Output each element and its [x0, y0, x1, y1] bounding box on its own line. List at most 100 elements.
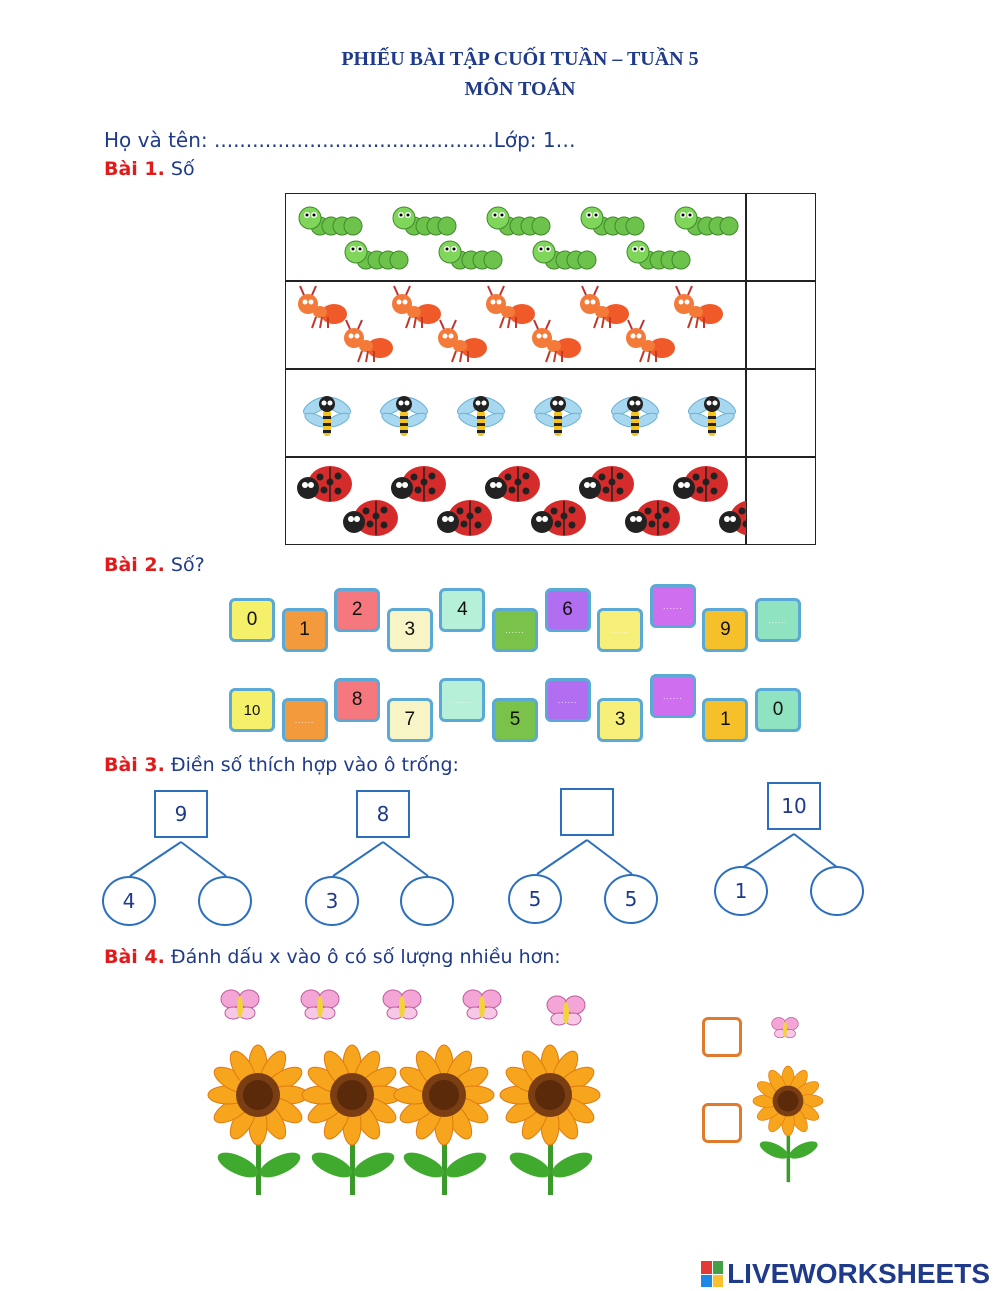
ladybug-icon [625, 500, 680, 536]
ladybug-icon [579, 466, 634, 502]
animal-row-caterpillar [285, 193, 746, 281]
bond-1-left: 4 [102, 876, 156, 926]
ant-icon [532, 319, 581, 363]
ascending-tile[interactable]: ...... [597, 608, 644, 652]
caterpillar-icon [532, 240, 597, 270]
descending-tile-value: 7 [404, 709, 416, 730]
sunflower-icon [499, 1044, 601, 1195]
sunflower-icon [301, 1044, 403, 1195]
ascending-tile-value: ...... [663, 601, 683, 611]
ascending-tile[interactable]: ...... [755, 598, 801, 642]
bond-1-right[interactable] [198, 876, 252, 926]
answer-box-caterpillar[interactable] [746, 193, 816, 281]
student-info-line: Họ và tên: .............................… [104, 128, 576, 152]
ant-icon [298, 285, 347, 329]
dragonfly-icon [688, 396, 736, 436]
bond-4-right[interactable] [810, 866, 864, 916]
dragonfly-icon [303, 396, 351, 436]
butterfly-icon [220, 989, 260, 1020]
descending-tile-value: 3 [614, 709, 626, 730]
ant-icon [580, 285, 629, 329]
checkbox-flowers[interactable] [702, 1103, 742, 1143]
ascending-tile[interactable]: ...... [492, 608, 538, 652]
ascending-tile-value: 2 [351, 599, 363, 620]
animal-row-ladybug [285, 457, 747, 545]
caterpillar-icon [298, 206, 363, 236]
descending-tile: 10 [229, 688, 275, 732]
ascending-tile: 6 [544, 588, 591, 632]
exercise-1-label: Bài 1. [104, 158, 165, 180]
butterfly-icon [546, 995, 586, 1026]
bond-1-top: 9 [154, 790, 208, 838]
ladybug-icon [531, 500, 586, 536]
ladybug-icon [437, 500, 492, 536]
ant-icon [392, 285, 441, 329]
ladybug-icon [673, 466, 728, 502]
liveworksheets-logo: LIVEWORKSHEETS [701, 1258, 990, 1290]
sunflower-icon [207, 1044, 309, 1195]
ladybug-group-icon [297, 466, 747, 536]
answer-box-dragonfly[interactable] [746, 369, 816, 457]
bond-2-left: 3 [305, 876, 359, 926]
ascending-tile: 9 [702, 608, 749, 652]
exercise-4-illustration [207, 989, 824, 1195]
ascending-tile[interactable]: ...... [649, 584, 696, 628]
descending-tile-value: ...... [557, 695, 578, 705]
ant-icon [486, 285, 535, 329]
caterpillar-icon [344, 240, 409, 270]
ant-icon [344, 319, 393, 363]
butterfly-icon [382, 989, 422, 1020]
ladybug-icon [391, 466, 446, 502]
descending-tile[interactable]: ...... [439, 678, 486, 722]
exercise-2-text: Số? [170, 554, 205, 576]
ant-icon [674, 285, 723, 329]
dragonfly-icon [534, 396, 582, 436]
descending-tile[interactable]: ...... [544, 678, 591, 722]
exercise-2-label: Bài 2. [104, 554, 165, 576]
ascending-tile-value: 3 [404, 619, 416, 640]
descending-tile-value: ...... [452, 695, 473, 705]
answer-box-ladybug[interactable] [746, 457, 816, 545]
ascending-tile: 0 [229, 598, 275, 642]
butterfly-icon [300, 989, 340, 1020]
descending-tile-value: ...... [663, 691, 683, 701]
exercise-4-text: Đánh dấu x vào ô có số lượng nhiều hơn: [170, 946, 561, 968]
worksheet-subject: MÔN TOÁN [464, 78, 576, 100]
ant-icon [626, 319, 675, 363]
descending-tile[interactable]: ...... [281, 698, 328, 742]
bond-2-right[interactable] [400, 876, 454, 926]
descending-tile-value: 0 [772, 699, 784, 720]
answer-box-ant[interactable] [746, 281, 816, 369]
descending-tile[interactable]: ...... [649, 674, 696, 718]
logo-mark-icon [701, 1261, 724, 1287]
bond-3-left: 5 [508, 874, 562, 924]
descending-tile: 8 [334, 678, 381, 722]
caterpillar-icon [438, 240, 503, 270]
ladybug-icon [297, 466, 352, 502]
animal-row-ant [285, 281, 746, 369]
ladybug-icon [719, 500, 747, 536]
ascending-tile: 2 [334, 588, 381, 632]
exercise-2-heading: Bài 2. Số? [104, 554, 205, 576]
descending-tile: 3 [597, 698, 644, 742]
bond-3-top[interactable] [560, 788, 614, 836]
dragonfly-icon [611, 396, 659, 436]
checkbox-butterflies[interactable] [702, 1017, 742, 1057]
caterpillar-icon [626, 240, 691, 270]
ascending-tile-value: ...... [505, 625, 525, 635]
ant-group-icon [298, 285, 723, 363]
descending-tile: 7 [386, 698, 433, 742]
butterfly-icon [771, 1017, 799, 1039]
caterpillar-icon [392, 206, 457, 236]
caterpillar-icon [580, 206, 645, 236]
ascending-tile-value: ...... [768, 615, 788, 625]
caterpillar-icon [486, 206, 551, 236]
number-bond-lines [129, 833, 839, 877]
dragonfly-icon [380, 396, 428, 436]
descending-tile: 5 [492, 698, 538, 742]
bond-3-right: 5 [604, 874, 658, 924]
ascending-tile-value: 9 [720, 619, 731, 640]
exercise-1-text: Số [170, 158, 195, 180]
sunflower-icon [393, 1044, 495, 1195]
exercise-1-heading: Bài 1. Số [104, 158, 195, 180]
